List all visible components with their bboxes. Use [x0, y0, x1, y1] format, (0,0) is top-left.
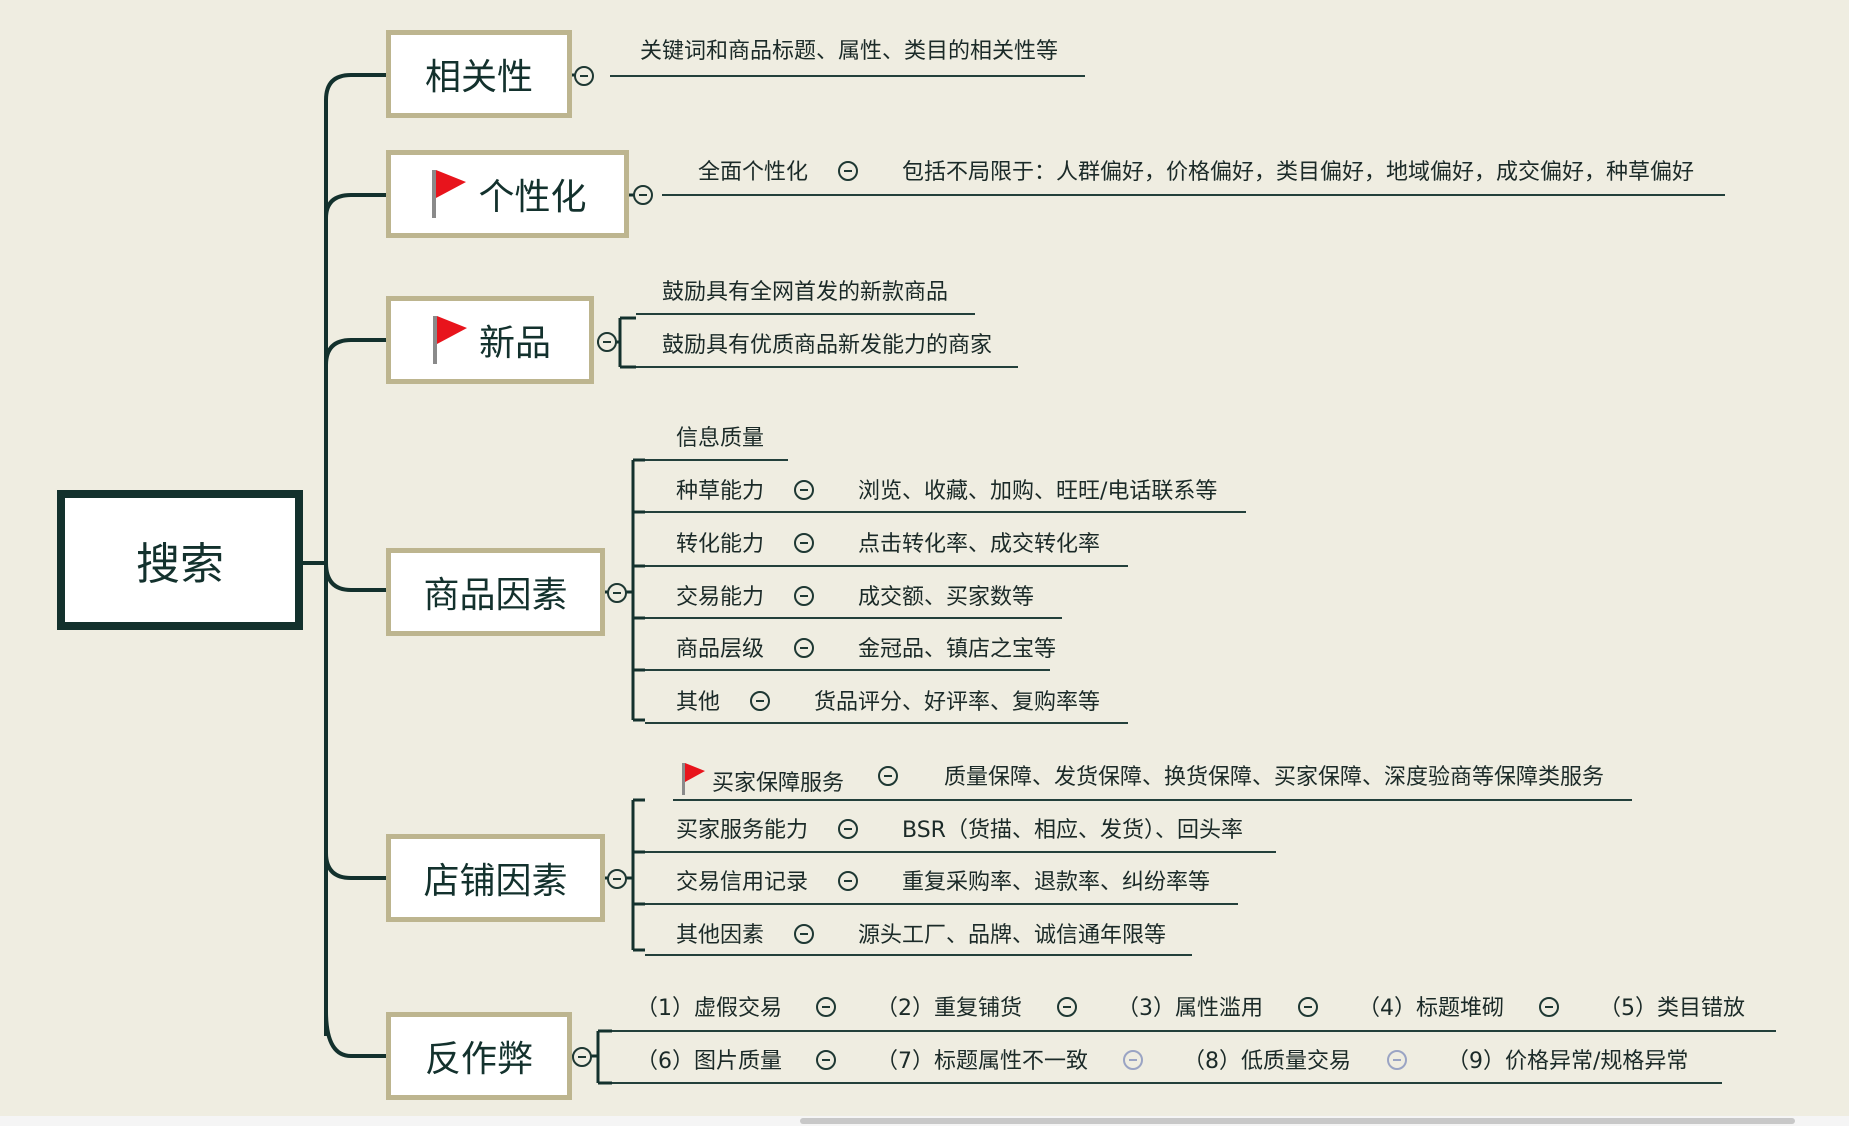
minus-circle-icon[interactable] [1387, 1050, 1407, 1070]
branch-store-factors[interactable]: 店铺因素 [386, 834, 605, 922]
product-factor-detail: 货品评分、好评率、复购率等 [814, 690, 1101, 715]
minus-circle-icon[interactable] [607, 869, 627, 889]
branch-relevance-label: 相关性 [424, 57, 533, 98]
minus-circle-icon[interactable] [794, 924, 814, 944]
product-factor-name: 转化能力 [676, 532, 765, 557]
branch-anti-cheat-label: 反作弊 [424, 1039, 533, 1080]
product-factor-name: 商品层级 [676, 637, 765, 662]
new-product-item: 鼓励具有全网首发的新款商品 [662, 280, 949, 305]
branch-product-factors-label: 商品因素 [423, 575, 568, 616]
minus-circle-icon[interactable] [750, 691, 770, 711]
store-factor-detail: BSR（货描、相应、发货）、回头率 [902, 818, 1243, 843]
root-label: 搜索 [136, 539, 224, 590]
anti-cheat-item: （3）属性滥用 [1117, 996, 1263, 1021]
product-factor-name: 交易能力 [676, 585, 765, 610]
branch-new-product[interactable]: 新品 [386, 296, 594, 384]
minus-circle-icon[interactable] [838, 161, 858, 181]
product-factor-name: 种草能力 [676, 479, 765, 504]
product-factor-detail: 点击转化率、成交转化率 [858, 532, 1101, 557]
branch-store-factors-label: 店铺因素 [423, 861, 568, 902]
minus-circle-icon[interactable] [1057, 997, 1077, 1017]
branch-relevance[interactable]: 相关性 [386, 30, 572, 118]
minus-circle-icon[interactable] [1123, 1050, 1143, 1070]
store-factor-name: 买家保障服务 [680, 762, 844, 798]
red-flag-icon [432, 170, 467, 218]
minus-circle-icon[interactable] [1298, 997, 1318, 1017]
minus-circle-icon[interactable] [607, 583, 627, 603]
new-product-item: 鼓励具有优质商品新发能力的商家 [662, 333, 993, 358]
product-factor-detail: 成交额、买家数等 [858, 585, 1035, 610]
store-factor-label: 买家保障服务 [712, 771, 845, 796]
minus-circle-icon[interactable] [794, 586, 814, 606]
red-flag-icon [432, 316, 467, 364]
store-factor-name: 其他因素 [676, 923, 765, 948]
branch-personalization[interactable]: 个性化 [386, 150, 629, 238]
minus-circle-icon[interactable] [816, 997, 836, 1017]
personalization-detail: 包括不局限于：人群偏好，价格偏好，类目偏好，地域偏好，成交偏好，种草偏好 [902, 160, 1695, 185]
store-factor-name: 买家服务能力 [676, 818, 809, 843]
root-node[interactable]: 搜索 [57, 490, 303, 630]
anti-cheat-item: （8）低质量交易 [1183, 1049, 1351, 1074]
anti-cheat-item: （7）标题属性不一致 [876, 1049, 1088, 1074]
branch-product-factors[interactable]: 商品因素 [386, 548, 605, 636]
minus-circle-icon[interactable] [794, 638, 814, 658]
minus-circle-icon[interactable] [574, 66, 594, 86]
product-factor-name: 其他 [676, 690, 721, 715]
minus-circle-icon[interactable] [794, 533, 814, 553]
anti-cheat-item: （4）标题堆砌 [1358, 996, 1504, 1021]
minus-circle-icon[interactable] [794, 480, 814, 500]
minus-circle-icon[interactable] [597, 332, 617, 352]
red-flag-icon [682, 763, 705, 795]
store-factor-detail: 源头工厂、品牌、诚信通年限等 [858, 923, 1167, 948]
minus-circle-icon[interactable] [1539, 997, 1559, 1017]
relevance-detail: 关键词和商品标题、属性、类目的相关性等 [640, 39, 1059, 64]
minus-circle-icon[interactable] [633, 185, 653, 205]
anti-cheat-item: （9）价格异常/规格异常 [1447, 1049, 1689, 1074]
minus-circle-icon[interactable] [572, 1047, 592, 1067]
anti-cheat-item: （1）虚假交易 [636, 996, 782, 1021]
anti-cheat-item: （2）重复铺货 [876, 996, 1022, 1021]
minus-circle-icon[interactable] [816, 1050, 836, 1070]
minus-circle-icon[interactable] [878, 766, 898, 786]
store-factor-detail: 质量保障、发货保障、换货保障、买家保障、深度验商等保障类服务 [944, 765, 1605, 790]
store-factor-name: 交易信用记录 [676, 870, 809, 895]
product-factor-detail: 金冠品、镇店之宝等 [858, 637, 1057, 662]
branch-new-product-label: 新品 [478, 323, 551, 364]
anti-cheat-item: （6）图片质量 [636, 1049, 782, 1074]
horizontal-scrollbar-thumb[interactable] [800, 1118, 1795, 1124]
personalization-item: 全面个性化 [698, 160, 809, 185]
anti-cheat-item: （5）类目错放 [1599, 996, 1745, 1021]
branch-anti-cheat[interactable]: 反作弊 [386, 1012, 572, 1100]
branch-personalization-label: 个性化 [478, 177, 587, 218]
info-quality-item: 信息质量 [676, 426, 765, 451]
store-factor-detail: 重复采购率、退款率、纠纷率等 [902, 870, 1211, 895]
product-factor-detail: 浏览、收藏、加购、旺旺/电话联系等 [858, 479, 1218, 504]
minus-circle-icon[interactable] [838, 871, 858, 891]
minus-circle-icon[interactable] [838, 819, 858, 839]
